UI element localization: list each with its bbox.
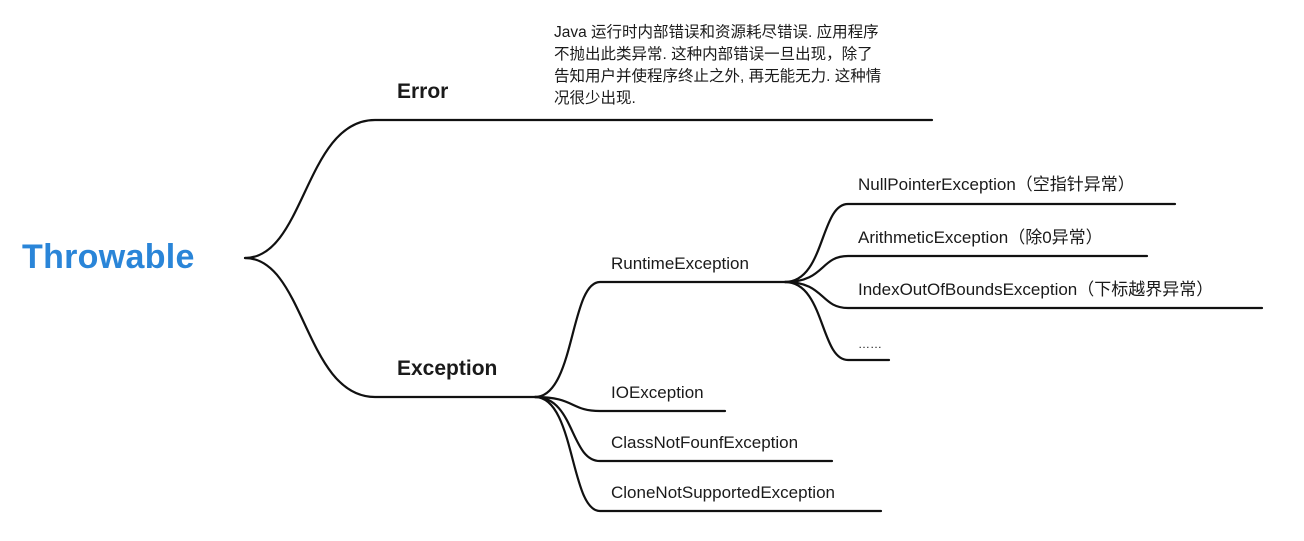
node-classnotfounfexception[interactable]: ClassNotFounfException xyxy=(611,433,799,452)
node-error[interactable]: Error xyxy=(397,80,449,103)
error-note-line: 告知用户并使程序终止之外, 再无能无力. 这种情 xyxy=(554,68,882,85)
node-exception[interactable]: Exception xyxy=(397,357,498,380)
connector-exception-runtime xyxy=(533,280,787,399)
error-note-line: Java 运行时内部错误和资源耗尽错误. 应用程序 xyxy=(554,24,879,41)
connector-root-error xyxy=(243,118,934,260)
error-note: Java 运行时内部错误和资源耗尽错误. 应用程序 不抛出此类异常. 这种内部错… xyxy=(554,22,934,110)
node-arithmeticexception[interactable]: ArithmeticException（除0异常） xyxy=(858,228,1103,247)
connector-runtime-indexoutofbounds xyxy=(783,280,1264,310)
error-note-line: 况很少出现. xyxy=(554,90,636,107)
connector-exception-ioexception xyxy=(533,395,727,413)
node-ioexception[interactable]: IOException xyxy=(611,383,704,402)
connector-exception-classnotfound xyxy=(533,395,834,463)
connector-runtime-nullpointer xyxy=(783,202,1177,284)
root-node-throwable[interactable]: Throwable xyxy=(22,238,195,276)
connector-exception-clonenotsupported xyxy=(533,395,883,513)
connector-root-exception xyxy=(243,256,537,399)
connector-runtime-more xyxy=(783,280,891,362)
node-runtimeexception[interactable]: RuntimeException xyxy=(611,254,749,273)
node-clonenotsupportedexception[interactable]: CloneNotSupportedException xyxy=(611,483,835,502)
error-note-line: 不抛出此类异常. 这种内部错误一旦出现，除了 xyxy=(554,46,873,63)
node-nullpointerexception[interactable]: NullPointerException（空指针异常） xyxy=(858,175,1135,194)
node-indexoutofboundsexception[interactable]: IndexOutOfBoundsException（下标越界异常） xyxy=(858,280,1214,299)
node-more-ellipsis[interactable]: …… xyxy=(858,337,882,351)
connector-runtime-arithmetic xyxy=(783,254,1149,284)
